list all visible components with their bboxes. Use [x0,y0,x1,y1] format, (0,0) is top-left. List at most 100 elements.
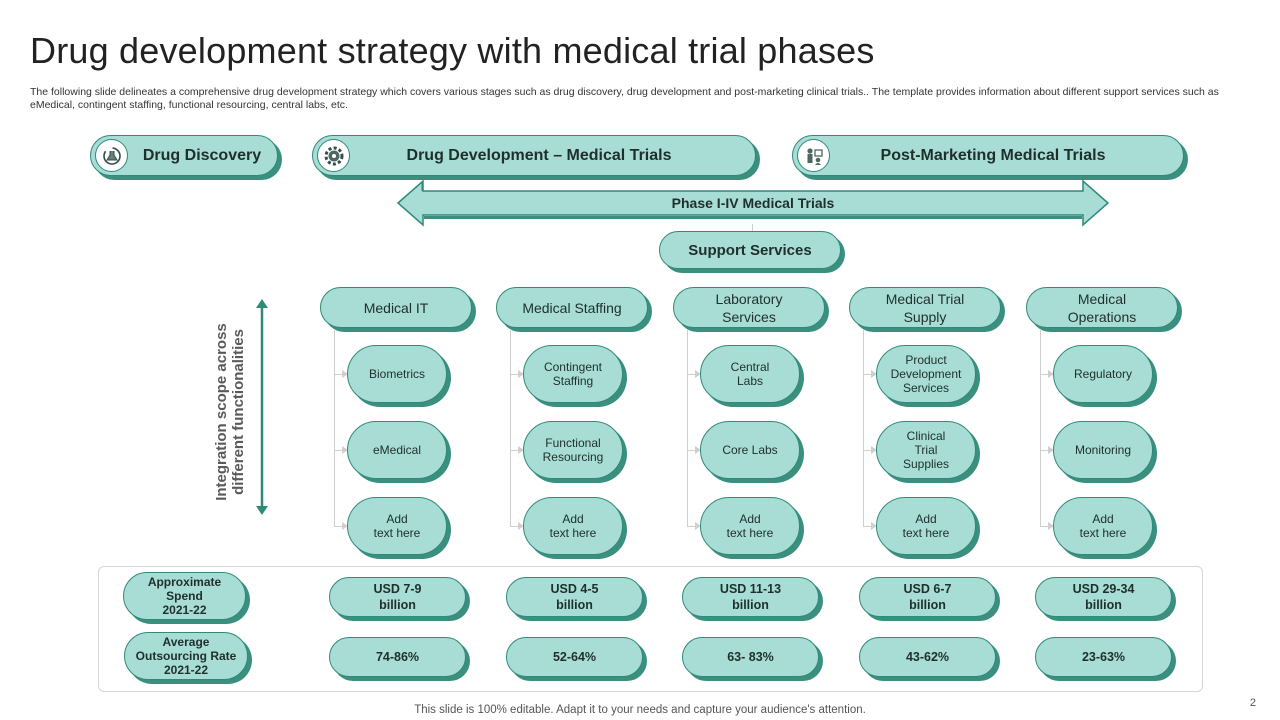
stage-label: Drug Discovery [142,146,262,164]
stage-post-marketing[interactable]: Post-Marketing Medical Trials [792,135,1184,176]
stage-drug-discovery[interactable]: Drug Discovery [90,135,278,176]
connector-arrowhead [695,446,701,454]
outsourcing-rate-row-label: Average Outsourcing Rate 2021-22 [124,632,248,680]
service-item[interactable]: Add text here [700,497,800,555]
connector-arrowhead [518,522,524,530]
connector-arrowhead [1048,370,1054,378]
service-item-label: eMedical [372,443,422,457]
connector-line [1040,374,1050,375]
service-item-label: Central Labs [730,360,770,388]
service-item-label: Monitoring [1074,443,1132,457]
connector-line [334,450,344,451]
spend-row-label: Approximate Spend 2021-22 [123,572,246,620]
service-item-label: Functional Resourcing [542,436,604,464]
connector-line [687,526,697,527]
metrics-panel [98,566,1203,692]
support-services-label: Support Services [688,241,812,259]
outsourcing-rate-value: 43-62% [859,637,996,677]
connector-arrowhead [695,522,701,530]
category-header[interactable]: Laboratory Services [673,287,825,328]
service-item[interactable]: Clinical Trial Supplies [876,421,976,479]
service-item[interactable]: Functional Resourcing [523,421,623,479]
connector-line [863,450,873,451]
outsourcing-rate-value: 63- 83% [682,637,819,677]
outsourcing-rate-value-text: 23-63% [1081,650,1126,664]
service-item[interactable]: Add text here [523,497,623,555]
connector-line [863,526,873,527]
connector-line [687,374,697,375]
connector-arrowhead [518,370,524,378]
service-item-label: Add text here [373,512,421,540]
stage-label: Drug Development – Medical Trials [406,146,672,164]
people-analysis-icon [797,139,830,172]
phase-double-arrow [396,179,1110,227]
spend-value: USD 4-5 billion [506,577,643,617]
service-item-label: Biometrics [368,367,425,381]
connector-arrowhead [871,522,877,530]
service-item-label: Add text here [549,512,597,540]
connector-arrowhead [342,522,348,530]
connector-arrowhead [1048,446,1054,454]
service-item[interactable]: Add text here [876,497,976,555]
spend-value: USD 11-13 billion [682,577,819,617]
side-label: Integration scope across different funct… [213,323,247,501]
service-item[interactable]: Product Development Services [876,345,976,403]
connector-line [863,329,864,526]
slide-description: The following slide delineates a compreh… [30,86,1219,111]
outsourcing-rate-value: 23-63% [1035,637,1172,677]
page-number: 2 [1249,697,1256,709]
connector-line [752,224,753,234]
service-item-label: Add text here [726,512,774,540]
service-item-label: Add text here [902,512,950,540]
service-item[interactable]: Core Labs [700,421,800,479]
support-services-pill[interactable]: Support Services [659,231,841,269]
connector-arrowhead [871,446,877,454]
connector-arrowhead [342,446,348,454]
connector-line [1040,450,1050,451]
connector-line [510,329,511,526]
spend-value-text: USD 7-9 billion [373,582,422,612]
spend-value: USD 7-9 billion [329,577,466,617]
spend-value-text: USD 4-5 billion [550,582,599,612]
service-item-label: Product Development Services [890,353,962,395]
service-item[interactable]: Contingent Staffing [523,345,623,403]
service-item-label: Regulatory [1073,367,1133,381]
connector-line [510,526,520,527]
category-header[interactable]: Medical Staffing [496,287,648,328]
service-item[interactable]: Regulatory [1053,345,1153,403]
spend-value-text: USD 11-13 billion [719,582,782,612]
service-item[interactable]: Add text here [1053,497,1153,555]
service-item-label: Clinical Trial Supplies [902,429,950,471]
outsourcing-rate-value-text: 52-64% [552,650,597,664]
category-header[interactable]: Medical Trial Supply [849,287,1001,328]
spend-value-text: USD 6-7 billion [903,582,952,612]
outsourcing-rate-value-text: 43-62% [905,650,950,664]
service-item-label: Core Labs [722,443,778,457]
outsourcing-rate-value-text: 63- 83% [727,650,774,664]
connector-line [334,374,344,375]
category-title: Medical IT [363,299,429,316]
spend-value: USD 29-34 billion [1035,577,1172,617]
connector-line [510,374,520,375]
service-item[interactable]: Central Labs [700,345,800,403]
gear-icon [317,139,350,172]
stage-drug-development[interactable]: Drug Development – Medical Trials [312,135,756,176]
spend-value-text: USD 29-34 billion [1072,582,1135,612]
category-title: Medical Trial Supply [885,290,965,325]
connector-arrowhead [1048,522,1054,530]
service-item[interactable]: eMedical [347,421,447,479]
connector-line [863,374,873,375]
category-header[interactable]: Medical IT [320,287,472,328]
flask-cycle-icon [95,139,128,172]
category-header[interactable]: Medical Operations [1026,287,1178,328]
category-title: Medical Staffing [522,299,622,316]
service-item[interactable]: Add text here [347,497,447,555]
service-item-label: Contingent Staffing [543,360,603,388]
connector-line [510,450,520,451]
outsourcing-rate-value: 52-64% [506,637,643,677]
service-item[interactable]: Monitoring [1053,421,1153,479]
service-item[interactable]: Biometrics [347,345,447,403]
connector-arrowhead [518,446,524,454]
service-item-label: Add text here [1079,512,1127,540]
phase-arrow-label: Phase I-IV Medical Trials [671,195,835,211]
